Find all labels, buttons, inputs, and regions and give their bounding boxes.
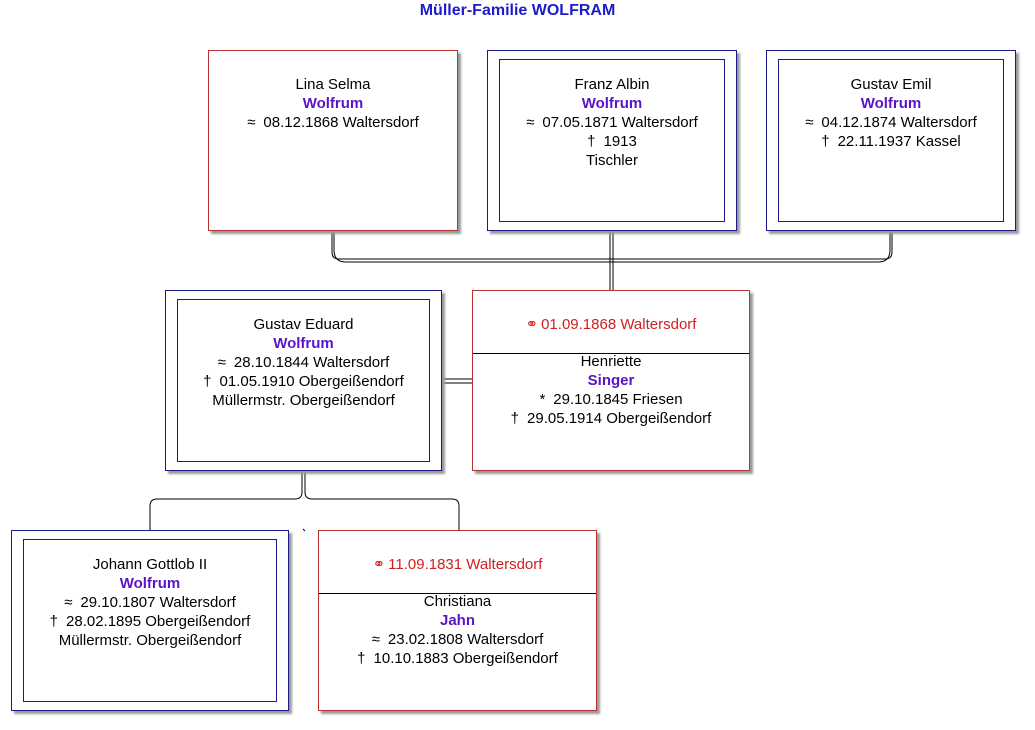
baptism-icon: ≈ xyxy=(64,594,73,611)
baptism-line: ≈28.10.1844 Waltersdorf xyxy=(166,353,441,372)
death-line: † 1913 xyxy=(488,132,736,151)
surname: Wolfrum xyxy=(273,335,334,352)
person-card-christiana[interactable]: ⚭11.09.1831 Waltersdorf Christiana Jahn … xyxy=(318,530,597,711)
death-cross-icon: † xyxy=(821,133,830,150)
surname: Wolfrum xyxy=(860,95,922,112)
first-name: Johann Gottlob II xyxy=(92,556,208,573)
baptism-date: 23.02.1808 Waltersdorf xyxy=(387,631,544,648)
baptism-date: 28.10.1844 Waltersdorf xyxy=(233,354,390,371)
divider xyxy=(473,353,749,354)
person-card-henriette[interactable]: ⚭01.09.1868 Waltersdorf Henriette Singer… xyxy=(472,290,750,471)
death-cross-icon: † xyxy=(203,373,212,390)
marriage-line: ⚭11.09.1831 Waltersdorf xyxy=(319,555,596,573)
birth-line: * 29.10.1845 Friesen xyxy=(473,390,749,409)
death-line: † 10.10.1883 Obergeißendorf xyxy=(319,649,596,668)
baptism-icon: ≈ xyxy=(805,114,814,131)
baptism-line: ≈29.10.1807 Waltersdorf xyxy=(12,593,288,612)
birth-date: 29.10.1845 Friesen xyxy=(553,391,683,408)
death-line: † 28.02.1895 Obergeißendorf xyxy=(12,612,288,631)
male-inner-frame xyxy=(23,539,277,702)
first-name: Henriette xyxy=(580,353,642,370)
surname: Wolfrum xyxy=(581,95,643,112)
occupation: Tischler xyxy=(586,152,638,169)
baptism-date: 29.10.1807 Waltersdorf xyxy=(80,594,236,611)
person-card-franz-albin[interactable]: Franz Albin Wolfrum ≈07.05.1871 Waltersd… xyxy=(487,50,737,231)
death-date: 1913 xyxy=(603,133,637,150)
marriage-rings-icon: ⚭ xyxy=(525,316,538,333)
first-name: Gustav Emil xyxy=(850,76,932,93)
person-card-gustav-eduard[interactable]: Gustav Eduard Wolfrum ≈28.10.1844 Walter… xyxy=(165,290,442,471)
person-card-johann-gottlob[interactable]: Johann Gottlob II Wolfrum ≈29.10.1807 Wa… xyxy=(11,530,289,711)
baptism-line: ≈04.12.1874 Waltersdorf xyxy=(767,113,1015,132)
baptism-icon: ≈ xyxy=(217,354,226,371)
death-date: 22.11.1937 Kassel xyxy=(837,133,961,150)
chart-title: Müller-Familie WOLFRAM xyxy=(419,2,616,19)
baptism-date: 08.12.1868 Waltersdorf xyxy=(263,114,419,131)
marriage-date: 11.09.1831 Waltersdorf xyxy=(388,556,543,573)
death-cross-icon: † xyxy=(587,133,596,150)
death-date: 10.10.1883 Obergeißendorf xyxy=(373,650,558,667)
surname: Wolfrum xyxy=(302,95,364,112)
first-name: Christiana xyxy=(423,593,492,610)
first-name: Gustav Eduard xyxy=(253,316,354,333)
death-date: 28.02.1895 Obergeißendorf xyxy=(66,613,251,630)
person-card-gustav-emil[interactable]: Gustav Emil Wolfrum ≈04.12.1874 Waltersd… xyxy=(766,50,1016,231)
surname: Jahn xyxy=(439,612,475,629)
baptism-line: ≈07.05.1871 Waltersdorf xyxy=(488,113,736,132)
male-inner-frame xyxy=(177,299,430,462)
baptism-date: 04.12.1874 Waltersdorf xyxy=(821,114,977,131)
surname: Singer xyxy=(587,372,635,389)
male-inner-frame xyxy=(778,59,1004,222)
death-line: † 22.11.1937 Kassel xyxy=(767,132,1015,151)
person-card-lina-selma[interactable]: Lina Selma Wolfrum ≈08.12.1868 Waltersdo… xyxy=(208,50,458,231)
surname: Wolfrum xyxy=(119,575,181,592)
death-line: † 29.05.1914 Obergeißendorf xyxy=(473,409,749,428)
death-date: 29.05.1914 Obergeißendorf xyxy=(527,410,712,427)
occupation: Müllermstr. Obergeißendorf xyxy=(212,392,395,409)
death-cross-icon: † xyxy=(49,613,59,630)
death-cross-icon: † xyxy=(357,650,366,667)
death-cross-icon: † xyxy=(510,410,520,427)
birth-star-icon: * xyxy=(539,391,546,408)
first-name: Franz Albin xyxy=(574,76,650,93)
marriage-date: 01.09.1868 Waltersdorf xyxy=(541,316,697,333)
marriage-rings-icon: ⚭ xyxy=(372,556,385,573)
divider xyxy=(319,593,596,594)
death-line: † 01.05.1910 Obergeißendorf xyxy=(166,372,441,391)
baptism-line: ≈23.02.1808 Waltersdorf xyxy=(319,630,596,649)
baptism-icon: ≈ xyxy=(526,114,535,131)
occupation: Müllermstr. Obergeißendorf xyxy=(58,632,242,649)
baptism-icon: ≈ xyxy=(247,114,256,131)
marriage-line: ⚭01.09.1868 Waltersdorf xyxy=(473,315,749,333)
male-inner-frame xyxy=(499,59,725,222)
death-date: 01.05.1910 Obergeißendorf xyxy=(219,373,404,390)
baptism-date: 07.05.1871 Waltersdorf xyxy=(542,114,698,131)
baptism-icon: ≈ xyxy=(371,631,380,648)
baptism-line: ≈08.12.1868 Waltersdorf xyxy=(209,113,457,132)
first-name: Lina Selma xyxy=(295,76,371,93)
